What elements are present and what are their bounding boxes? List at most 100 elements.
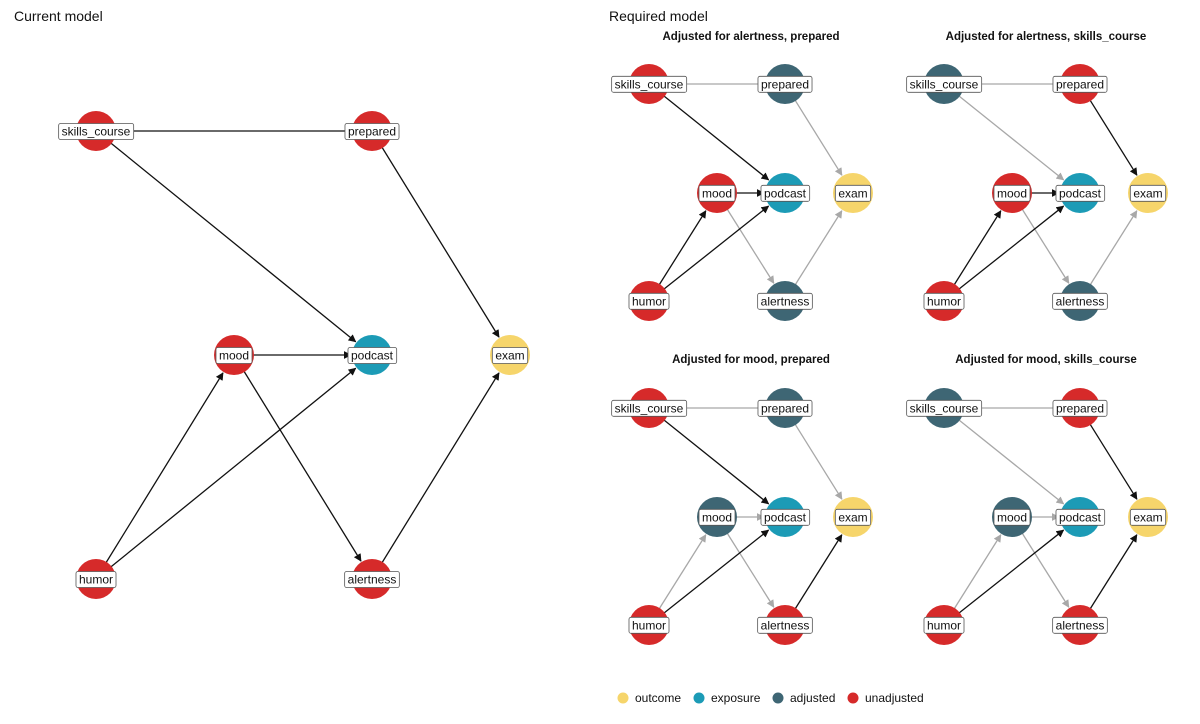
current-node-mood: mood [214,335,254,375]
panel2-node-humor-label-box [923,292,965,310]
panel4-node-alertness: alertness [1052,605,1108,645]
current-node-mood-label: mood [219,349,249,363]
panel2-node-exam-label-box [1129,184,1167,202]
panel3-node-humor-label-box [628,616,670,634]
current-node-humor: humor [75,559,117,599]
panel3-node-alertness: alertness [757,605,813,645]
panel1-node-humor-label-box [628,292,670,310]
panel3-node-prepared-label-box [757,399,813,417]
panel3-node-mood: mood [697,497,737,537]
panel3-edge-alertness-exam [793,534,843,611]
current-edge-skills_course-podcast [108,141,357,343]
panel1-node-mood-label: mood [702,186,732,200]
legend-item-exposure: exposure [693,691,761,705]
panel1-node-prepared: prepared [757,64,813,104]
panel3-node-humor-label: humor [632,618,666,632]
legend-label-unadjusted: unadjusted [865,691,924,705]
panel1-node-skills_course: skills_course [611,64,688,104]
panel3-node-podcast: podcast [760,497,811,537]
current-edge-mood-alertness [242,369,362,562]
panel4-node-mood-label: mood [997,510,1027,524]
required-panel-2: Adjusted for alertness, skills_courseski… [906,31,1168,321]
panel4-node-podcast-label: podcast [1059,510,1102,524]
panel4-edge-prepared-exam [1088,422,1138,500]
current-node-skills_course-label: skills_course [62,125,131,139]
panel2-node-skills_course-label-box [906,75,983,93]
panel1-node-alertness-label-box [757,292,813,310]
panel1-node-exam-label-box [834,184,872,202]
panel1-node-humor: humor [628,281,670,321]
panel4-node-humor: humor [923,605,965,645]
panel1-edge-skills_course-podcast [661,94,770,181]
current-edge-alertness-exam [380,372,500,565]
panel4-edges [952,407,1138,615]
panel4-node-humor-label-box [923,616,965,634]
panel4-edge-alertness-exam [1088,534,1138,611]
current-edges [104,130,500,569]
panel2-node-skills_course: skills_course [906,64,983,104]
panel2-edge-prepared-exam [1088,98,1138,176]
panel1-node-skills_course-label: skills_course [615,77,684,91]
panel4-node-prepared-label: prepared [1056,401,1104,415]
panel4-node-humor-label: humor [927,618,961,632]
current-model-title: Current model [14,8,103,24]
panel3-node-skills_course: skills_course [611,388,688,428]
current-node-exam: exam [490,335,530,375]
panel1-node-prepared-label-box [757,75,813,93]
panel4-node-exam-label-box [1129,508,1167,526]
panel2-node-skills_course-label: skills_course [910,77,979,91]
current-edge-prepared-exam [380,145,500,338]
panel2-node-podcast-label-box [1055,184,1106,202]
panel2-node-alertness-label: alertness [1056,294,1105,308]
panel2-edge-alertness-exam [1088,210,1138,287]
panel2-edge-mood-alertness [1020,207,1070,284]
panel2-node-alertness-label-box [1052,292,1108,310]
panel1-nodes: skills_course prepared mood podcast exam humo… [611,64,873,321]
required-panel-2-title: Adjusted for alertness, skills_course [946,31,1147,43]
panel3-node-mood-label-box [698,508,736,526]
legend-item-adjusted: adjusted [772,691,835,705]
panel3-node-alertness-label-box [757,616,813,634]
panel1-edge-mood-alertness [725,207,775,284]
panel2-node-podcast: podcast [1055,173,1106,213]
panel4-node-skills_course-label-box [906,399,983,417]
legend-item-outcome: outcome [617,691,681,705]
current-node-podcast-label-box [347,347,398,364]
required-panel-3-title: Adjusted for mood, prepared [672,354,830,366]
panel4-node-skills_course: skills_course [906,388,983,428]
current-node-skills_course-label-box [58,123,135,140]
panel1-edge-humor-mood [657,210,707,287]
required-panel-4: Adjusted for mood, skills_course skills_c… [906,354,1168,645]
panel1-node-humor-label: humor [632,294,666,308]
panel3-edge-humor-podcast [661,529,770,615]
panel2-node-mood: mood [992,173,1032,213]
legend-label-adjusted: adjusted [790,691,835,705]
current-node-alertness: alertness [344,559,400,599]
panel2-edge-skills_course-podcast [956,94,1065,181]
panel4-node-exam: exam [1128,497,1168,537]
panel1-node-podcast-label: podcast [764,186,807,200]
panel3-node-mood-label: mood [702,510,732,524]
panel3-node-exam: exam [833,497,873,537]
current-node-podcast-label: podcast [351,349,394,363]
current-node-prepared-label: prepared [348,125,396,139]
required-panel-4-title: Adjusted for mood, skills_course [955,354,1136,366]
current-nodes: skills_course prepared mood podcast exam humo… [58,111,530,599]
panel1-node-mood: mood [697,173,737,213]
required-panel-1-title: Adjusted for alertness, prepared [662,31,839,43]
panel4-edge-humor-podcast [956,529,1065,615]
required-panel-1: Adjusted for alertness, prepared skills_c… [611,31,873,321]
panel3-node-exam-label: exam [838,510,867,524]
panel3-edges [657,407,843,615]
panel2-node-mood-label: mood [997,186,1027,200]
current-node-exam-label-box [491,347,529,364]
current-node-humor-label-box [75,571,117,588]
current-node-prepared-label-box [344,123,400,140]
panel4-node-exam-label: exam [1133,510,1162,524]
panel1-node-exam: exam [833,173,873,213]
current-node-podcast: podcast [347,335,398,375]
legend-item-unadjusted: unadjusted [847,691,924,705]
panel4-node-mood-label-box [993,508,1031,526]
